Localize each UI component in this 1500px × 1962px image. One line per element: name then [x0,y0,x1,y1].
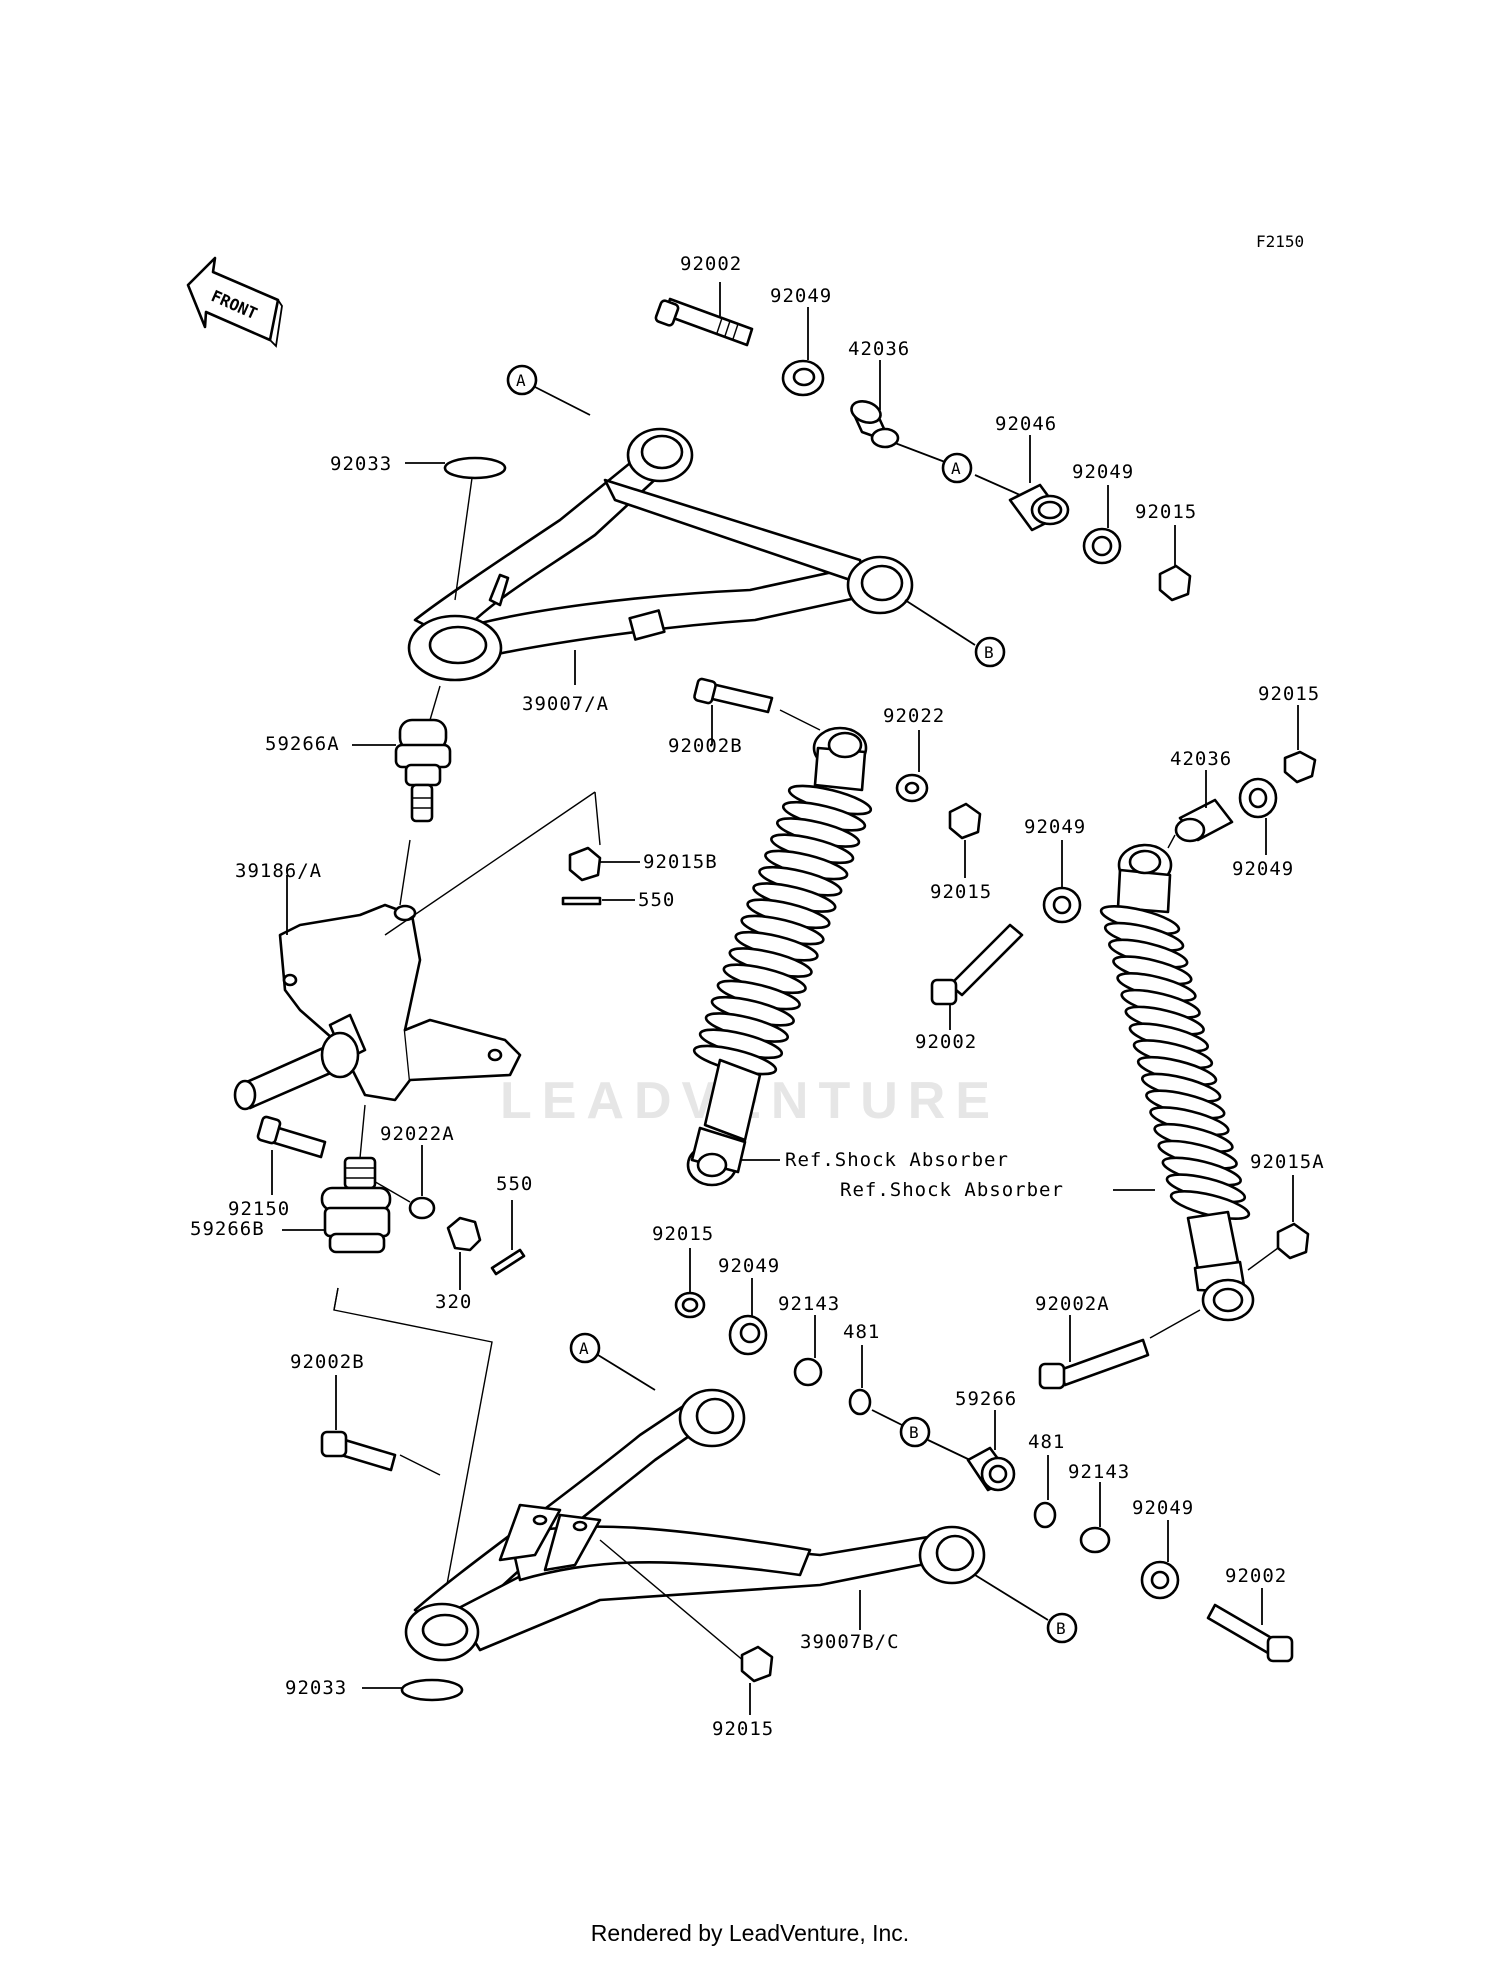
label-upper-bushing: 92046 [995,413,1057,435]
lower-cotter-pin [490,1248,526,1276]
steering-knuckle [233,903,522,1111]
label-lower-collar-2: 92143 [1068,1461,1130,1483]
label-shock-upper-bolt: 92002B [668,735,743,757]
knuckle-nut [568,846,602,882]
label-lower-rear-bolt: 92002 [1225,1565,1287,1587]
circle-a-right-text: A [951,459,961,478]
label-knuckle-washer: 92022A [380,1123,455,1145]
label-ref-shock-1: Ref.Shock Absorber [785,1149,1009,1171]
shock-lower-bolt [930,923,1024,1006]
label-rear-shock-washer-2: 92049 [1024,816,1086,838]
rear-shock-absorber [1099,843,1255,1322]
shock-upper-bolt [693,677,774,714]
label-lower-nut-2: 92015 [712,1718,774,1740]
circle-b-lower [1046,1612,1078,1644]
label-rear-shock-nut-top: 92015 [1258,683,1320,705]
lower-collar-1 [793,1357,823,1387]
label-rear-shock-washer-1: 92049 [1232,858,1294,880]
label-lower-ring-2: 481 [1028,1431,1065,1453]
lower-shock-bolt [1038,1338,1150,1390]
label-upper-collar: 42036 [848,338,910,360]
label-knuckle: 39186/A [235,860,322,882]
label-upper-ball-joint: 59266A [265,733,340,755]
label-shock-washer: 92022 [883,705,945,727]
castle-nut [446,1216,482,1252]
label-rear-shock-nut-lower: 92015A [1250,1151,1325,1173]
label-knuckle-bolt: 92150 [228,1198,290,1220]
circle-a-upper-text: A [516,371,526,390]
upper-a-arm [407,427,914,682]
label-lower-collar-1: 92143 [778,1293,840,1315]
label-upper-washer-2: 92049 [1072,461,1134,483]
lower-ring-2 [1033,1501,1057,1529]
label-ref-shock-2: Ref.Shock Absorber [840,1179,1064,1201]
label-lower-shock-bolt: 92002A [1035,1293,1110,1315]
label-knuckle-nut: 92015B [643,851,718,873]
knuckle-pin [561,896,602,906]
label-lower-circlip: 92033 [285,1677,347,1699]
label-lower-bushing: 59266 [955,1388,1017,1410]
circle-b-mid-text: B [909,1423,919,1442]
upper-collar [850,399,900,449]
circle-a-right [941,452,973,484]
circle-a-lower-text: A [579,1339,589,1358]
label-shock-lower-bolt: 92002 [915,1031,977,1053]
front-shock-absorber [686,726,873,1187]
label-knuckle-pin: 550 [638,889,675,911]
lower-ball-joint [320,1156,392,1254]
rear-shock-nut-top [1283,750,1317,784]
label-lower-cotter: 550 [496,1173,533,1195]
label-upper-circlip: 92033 [330,453,392,475]
shock-nut [948,802,982,840]
upper-bolt [654,297,754,347]
circle-b-mid [899,1416,931,1448]
label-shock-nut: 92015 [930,881,992,903]
upper-bushing [1008,483,1070,532]
circle-a-upper [506,364,538,396]
label-lower-ring-1: 481 [843,1321,880,1343]
label-upper-washer-1: 92049 [770,285,832,307]
label-lower-arm: 39007B/C [800,1631,900,1653]
label-lower-washer-1: 92049 [718,1255,780,1277]
circle-a-lower [569,1332,601,1364]
label-lower-ball-joint: 59266B [190,1218,265,1240]
lower-circlip [400,1678,464,1702]
front-arrow-icon: FRONT [186,256,283,348]
lower-collar-2 [1079,1526,1111,1554]
label-upper-bolt: 92002 [680,253,742,275]
circle-b-lower-text: B [1056,1619,1066,1638]
figure-code: F2150 [1256,232,1304,251]
circle-b-upper-text: B [984,643,994,662]
lower-ring-1 [848,1388,872,1416]
lower-a-arm [404,1388,986,1662]
upper-circlip [443,456,507,480]
upper-ball-joint [394,718,452,823]
lower-front-bolt [320,1430,397,1472]
lower-rear-bolt [1206,1603,1294,1663]
label-castle-nut: 320 [435,1291,472,1313]
upper-nut [1158,564,1192,602]
lower-bushing [966,1446,1016,1492]
knuckle-washer [408,1196,436,1220]
footer-credit: Rendered by LeadVenture, Inc. [590,1920,910,1946]
lower-nut-2 [740,1645,774,1683]
rear-shock-collar [1174,798,1234,843]
knuckle-bolt [256,1115,327,1159]
label-lower-nut-1: 92015 [652,1223,714,1245]
label-upper-nut: 92015 [1135,501,1197,523]
label-lower-washer-2: 92049 [1132,1497,1194,1519]
label-upper-arm: 39007/A [522,693,609,715]
rear-shock-nut-lower [1276,1222,1310,1260]
label-rear-shock-collar: 42036 [1170,748,1232,770]
circle-b-upper [974,636,1006,668]
label-lower-front-bolt: 92002B [290,1351,365,1373]
